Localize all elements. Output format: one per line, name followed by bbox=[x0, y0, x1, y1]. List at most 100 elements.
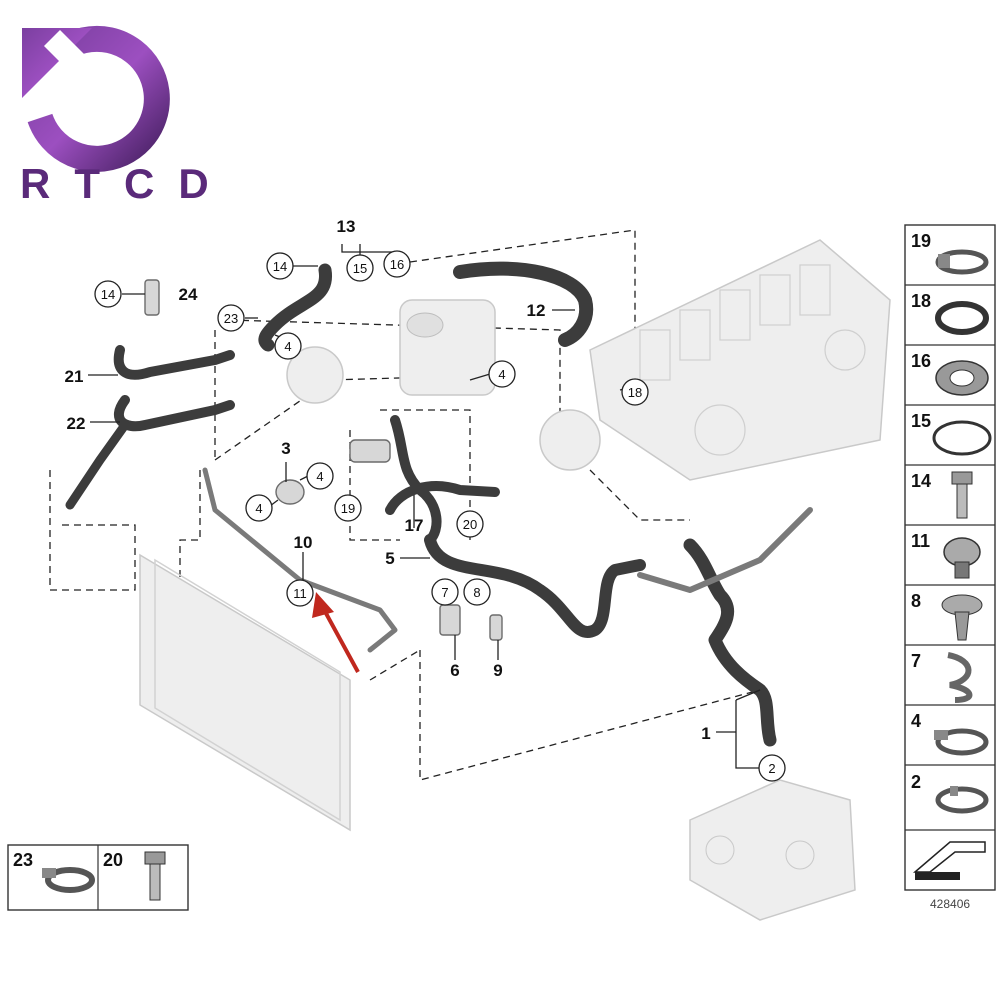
radiator-ghost bbox=[139, 553, 351, 832]
svg-text:17: 17 bbox=[405, 516, 424, 535]
legend-item-2: 2 bbox=[911, 772, 989, 814]
legend-item-15: 15 bbox=[911, 411, 992, 456]
callout-4-a: 4 bbox=[274, 332, 302, 360]
legend-item-14: 14 bbox=[911, 471, 973, 519]
svg-text:1: 1 bbox=[701, 724, 710, 743]
svg-text:13: 13 bbox=[337, 217, 356, 236]
part-19-fitting bbox=[349, 439, 391, 463]
callout-16: 16 bbox=[383, 250, 411, 278]
svg-text:19: 19 bbox=[341, 501, 355, 516]
callout-2: 2 bbox=[758, 754, 786, 782]
water-pump-ghost bbox=[286, 346, 601, 471]
worm-clamp-icon bbox=[934, 728, 989, 756]
legend-item-7: 7 bbox=[911, 651, 973, 703]
pipe-10 bbox=[202, 467, 398, 653]
svg-text:14: 14 bbox=[101, 287, 115, 302]
callout-21: 21 bbox=[65, 367, 84, 386]
o-ring-icon bbox=[935, 301, 989, 335]
part-24-bracket bbox=[144, 279, 160, 316]
svg-text:4: 4 bbox=[255, 501, 262, 516]
callout-15: 15 bbox=[346, 254, 374, 282]
svg-text:20: 20 bbox=[463, 517, 477, 532]
svg-text:8: 8 bbox=[911, 591, 921, 611]
band-clamp-icon bbox=[42, 867, 95, 893]
spring-clamp-icon bbox=[935, 786, 989, 814]
seal-ring-icon bbox=[932, 420, 992, 456]
logo-text: RTCD bbox=[20, 160, 233, 207]
svg-text:18: 18 bbox=[628, 385, 642, 400]
svg-text:2: 2 bbox=[911, 772, 921, 792]
expansion-tank-ghost bbox=[399, 299, 496, 396]
svg-text:2: 2 bbox=[768, 761, 775, 776]
svg-text:18: 18 bbox=[911, 291, 931, 311]
svg-text:4: 4 bbox=[498, 367, 505, 382]
hose-14-23 bbox=[258, 263, 332, 352]
callout-23: 23 bbox=[217, 304, 245, 332]
svg-text:23: 23 bbox=[13, 850, 33, 870]
callout-12: 12 bbox=[527, 301, 546, 320]
legend-item-8: 8 bbox=[911, 591, 983, 641]
svg-text:6: 6 bbox=[450, 661, 459, 680]
svg-text:24: 24 bbox=[179, 285, 198, 304]
hose-21 bbox=[113, 345, 235, 380]
pipe-right bbox=[637, 507, 813, 593]
callout-24: 24 bbox=[179, 285, 198, 304]
svg-text:20: 20 bbox=[103, 850, 123, 870]
svg-text:14: 14 bbox=[911, 471, 931, 491]
svg-text:23: 23 bbox=[224, 311, 238, 326]
svg-text:8: 8 bbox=[473, 585, 480, 600]
callout-14-left: 14 bbox=[94, 280, 122, 308]
hose-17 bbox=[385, 415, 500, 545]
legend-item-11: 11 bbox=[911, 531, 981, 579]
diagram-navigation-arrow-icon bbox=[912, 841, 986, 880]
bolt-icon bbox=[144, 851, 166, 901]
callout-9: 9 bbox=[493, 661, 502, 680]
svg-text:11: 11 bbox=[293, 586, 307, 601]
engine-block-ghost bbox=[589, 239, 891, 481]
svg-text:4: 4 bbox=[316, 469, 323, 484]
hose-22 bbox=[65, 395, 235, 510]
part-3-fitting bbox=[275, 479, 305, 505]
callout-7: 7 bbox=[431, 578, 459, 606]
svg-text:12: 12 bbox=[527, 301, 546, 320]
callout-5: 5 bbox=[385, 549, 394, 568]
callout-13: 13 bbox=[337, 217, 356, 236]
callout-4-c: 4 bbox=[306, 462, 334, 490]
legend-item-4: 4 bbox=[911, 711, 989, 756]
callout-18: 18 bbox=[621, 378, 649, 406]
legend-item-20: 20 bbox=[103, 850, 166, 901]
legend-item-19: 19 bbox=[911, 231, 989, 275]
callout-6: 6 bbox=[450, 661, 459, 680]
svg-text:15: 15 bbox=[353, 261, 367, 276]
hose-clip-icon bbox=[943, 537, 981, 579]
hose-12 bbox=[453, 261, 594, 347]
svg-text:4: 4 bbox=[911, 711, 921, 731]
flange-gasket-icon bbox=[935, 360, 989, 396]
svg-text:7: 7 bbox=[441, 585, 448, 600]
svg-text:4: 4 bbox=[284, 339, 291, 354]
svg-text:19: 19 bbox=[911, 231, 931, 251]
rtcd-logo: RTCD bbox=[20, 25, 233, 207]
hose-5 bbox=[424, 534, 646, 638]
callout-1: 1 bbox=[701, 724, 710, 743]
hose-clamp-icon bbox=[935, 249, 989, 275]
svg-text:16: 16 bbox=[911, 351, 931, 371]
callout-3: 3 bbox=[281, 439, 290, 458]
callout-14-top: 14 bbox=[266, 252, 294, 280]
callout-4-d: 4 bbox=[245, 494, 273, 522]
legend-item-23: 23 bbox=[13, 850, 95, 893]
callout-20: 20 bbox=[456, 510, 484, 538]
diagram-code: 428406 bbox=[930, 897, 970, 911]
parts-legend-right: 19 18 16 15 14 11 8 7 bbox=[904, 224, 996, 891]
parts-legend-bottom: 23 20 bbox=[7, 844, 189, 911]
bolt-icon bbox=[951, 471, 973, 519]
svg-text:14: 14 bbox=[273, 259, 287, 274]
part-9-bracket bbox=[489, 614, 503, 641]
svg-text:3: 3 bbox=[281, 439, 290, 458]
svg-text:11: 11 bbox=[911, 531, 930, 551]
callout-8: 8 bbox=[463, 578, 491, 606]
callout-22: 22 bbox=[67, 414, 86, 433]
expanding-rivet-icon bbox=[941, 594, 983, 641]
svg-text:16: 16 bbox=[390, 257, 404, 272]
